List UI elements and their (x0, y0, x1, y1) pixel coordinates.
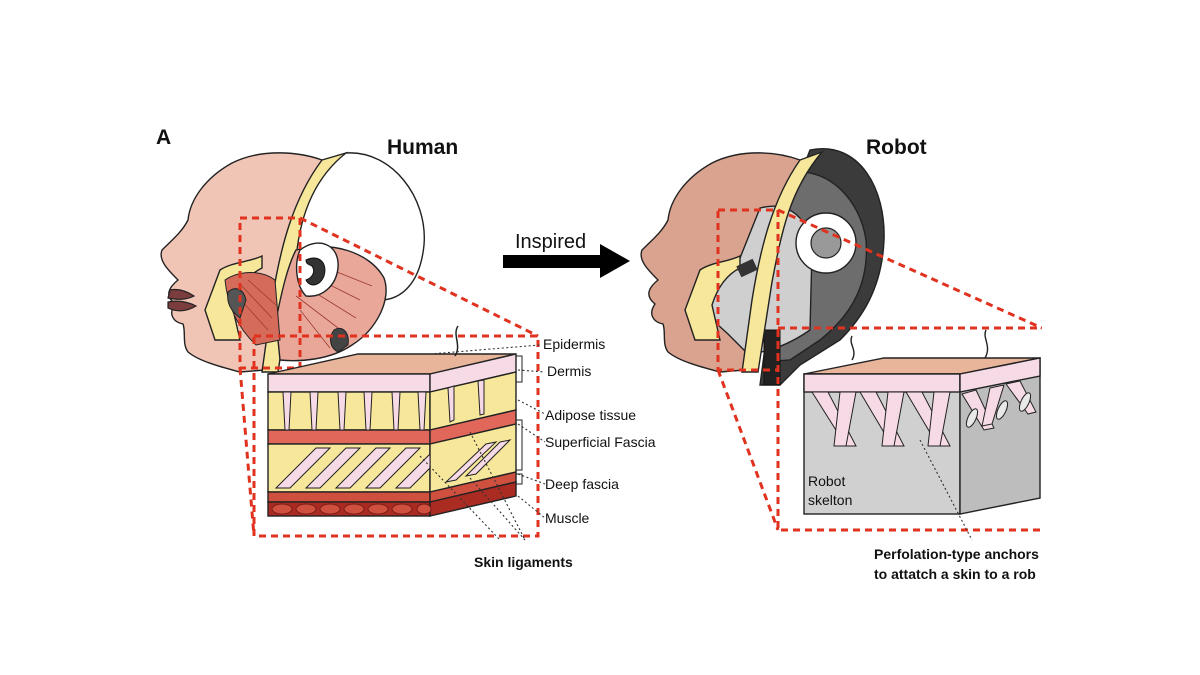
robot-skeleton-label-line1: Robot (808, 473, 845, 489)
human-zoom-outline (238, 216, 540, 538)
skin-ligaments-label: Skin ligaments (474, 554, 573, 570)
robot-skin-block (803, 329, 1041, 541)
inspired-arrow-icon (503, 244, 630, 278)
robot-head-illustration (640, 148, 1042, 532)
robot-ear-ring-icon (795, 212, 857, 274)
layer-label-superficial-fascia: Superficial Fascia (545, 434, 656, 450)
layer-label-epidermis: Epidermis (543, 336, 605, 352)
anchor-caption-line1: Perfolation-type anchors (874, 546, 1039, 562)
lips-icon (167, 288, 198, 312)
human-title: Human (387, 136, 458, 159)
arrow-label: Inspired (515, 231, 586, 253)
panel-label: A (156, 126, 171, 149)
layer-label-deep-fascia: Deep fascia (545, 476, 619, 492)
layer-label-muscle: Muscle (545, 510, 590, 526)
robot-skeleton-label-line2: skelton (808, 492, 852, 508)
ear-icon (295, 242, 339, 297)
anchor-caption-line2: to attatch a skin to a rob (874, 566, 1036, 582)
human-skin-block (267, 325, 517, 517)
layer-leader-lines (419, 344, 546, 541)
human-head-illustration (160, 151, 425, 373)
robot-title: Robot (866, 136, 927, 159)
layer-label-adipose-tissue: Adipose tissue (545, 407, 636, 423)
layer-label-dermis: Dermis (547, 363, 591, 379)
